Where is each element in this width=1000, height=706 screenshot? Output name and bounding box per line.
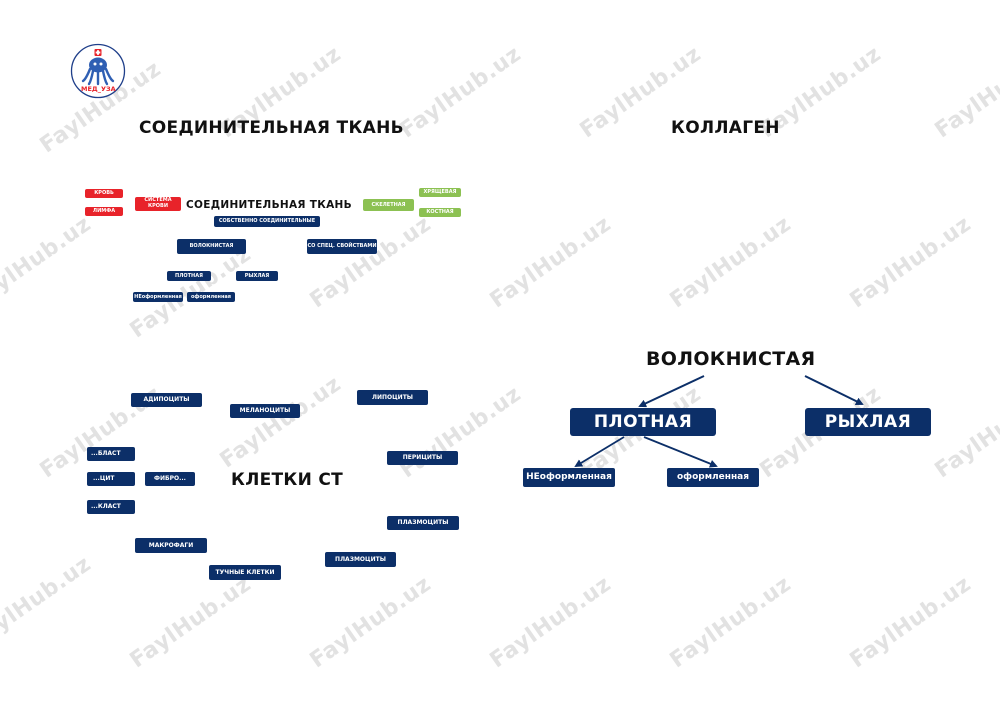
dense-box-small: ПЛОТНАЯ [167, 271, 211, 281]
klast-box: ...КЛАСТ [87, 500, 135, 514]
plasmocytes-box-1: ПЛАЗМОЦИТЫ [387, 516, 459, 530]
proper-connective-box: СОБСТВЕННО СОЕДИНИТЕЛЬНЫЕ [214, 216, 320, 227]
skeletal-box: СКЕЛЕТНАЯ [363, 199, 414, 211]
adipocytes-box: АДИПОЦИТЫ [131, 393, 202, 407]
fibro-box: ФИБРО... [145, 472, 195, 486]
arrow-to-unformed [574, 436, 625, 468]
collagen-section-title: КОЛЛАГЕН [671, 118, 780, 138]
cells-section-title: КЛЕТКИ СТ [231, 470, 344, 490]
tissue-section-title: СОЕДИНИТЕЛЬНАЯ ТКАНЬ [139, 118, 404, 138]
formed-box-small: оформленная [187, 292, 235, 302]
blood-system-box: СИСТЕМА КРОВИ [135, 197, 181, 211]
med-uza-logo: МЕД_УЗА [70, 43, 126, 99]
arrow-to-dense [638, 375, 705, 408]
macrophages-box: МАКРОФАГИ [135, 538, 207, 553]
plasmocytes-box-2: ПЛАЗМОЦИТЫ [325, 552, 396, 567]
arrow-to-loose [804, 375, 864, 405]
unformed-box: НЕоформленная [523, 468, 615, 487]
melanocytes-box: МЕЛАНОЦИТЫ [230, 404, 300, 418]
blood-box: КРОВЬ [85, 189, 123, 198]
cyt-box: ...ЦИТ [87, 472, 135, 486]
fibrous-title: ВОЛОКНИСТАЯ [646, 348, 816, 370]
tissue-center-title: СОЕДИНИТЕЛЬНАЯ ТКАНЬ [186, 199, 352, 211]
logo-text: МЕД_УЗА [81, 85, 116, 93]
special-properties-box: СО СПЕЦ. СВОЙСТВАМИ [307, 239, 377, 254]
arrow-to-formed [643, 436, 718, 468]
cartilage-box: ХРЯЩЕВАЯ [419, 188, 461, 197]
octopus-logo-icon [70, 43, 126, 99]
lipocytes-box: ЛИПОЦИТЫ [357, 390, 428, 405]
pericytes-box: ПЕРИЦИТЫ [387, 451, 458, 465]
loose-box-small: РЫХЛАЯ [236, 271, 278, 281]
mast-cells-box: ТУЧНЫЕ КЛЕТКИ [209, 565, 281, 580]
formed-box: оформленная [667, 468, 759, 487]
dense-box: ПЛОТНАЯ [570, 408, 716, 436]
fibrous-box: ВОЛОКНИСТАЯ [177, 239, 246, 254]
loose-box: РЫХЛАЯ [805, 408, 931, 436]
lymph-box: ЛИМФА [85, 207, 123, 216]
blast-box: ...БЛАСТ [87, 447, 135, 461]
bone-box: КОСТНАЯ [419, 208, 461, 217]
unformed-box-small: НЕоформленная [133, 292, 183, 302]
